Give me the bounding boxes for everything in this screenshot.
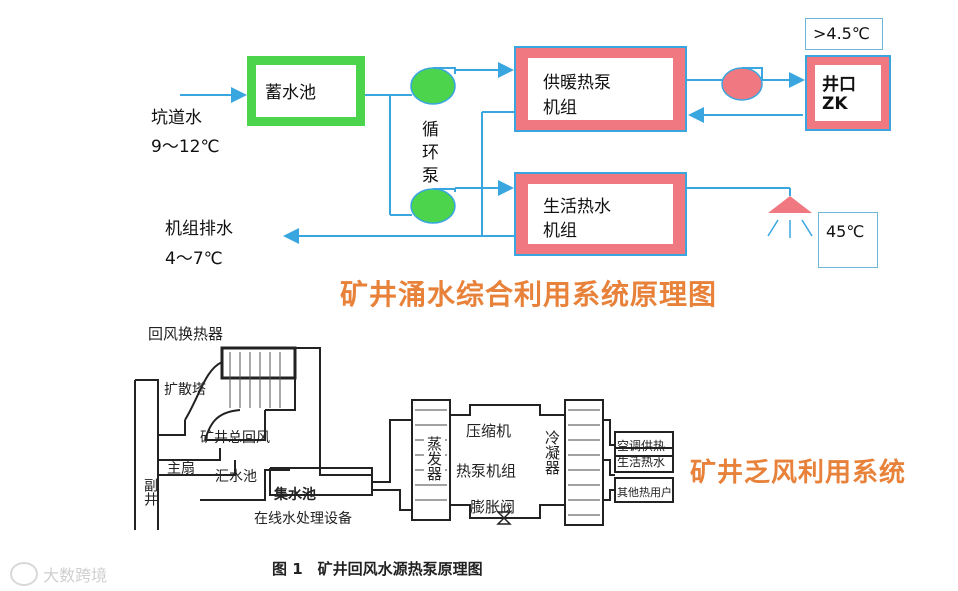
pump-2-icon [410, 188, 456, 224]
expansion-label: 膨胀阀 [470, 498, 516, 516]
expansion-valve-icon [496, 511, 512, 525]
heating-unit-label-1: 供暖热泵 [543, 73, 611, 93]
main-fan-label: 主扇 [167, 461, 195, 477]
top-flow-lines [180, 62, 813, 244]
return-exchanger-icon [220, 346, 297, 380]
shower-icon [767, 196, 813, 238]
pump-label-3: 泵 [422, 166, 439, 186]
heating-unit-label-2: 机组 [543, 98, 577, 118]
bottom-schematic [134, 346, 674, 530]
shaft-label-1: 井口 [822, 75, 856, 95]
hotwater-unit-label-1: 生活热水 [543, 197, 611, 217]
return-exchanger-label: 回风换热器 [148, 325, 224, 343]
compressor-label: 压缩机 [466, 422, 512, 440]
condenser-icon [568, 409, 600, 516]
condenser-label: 冷凝器 [542, 430, 563, 475]
aux-shaft-label: 副井 [142, 478, 158, 506]
diffuser-label: 扩散塔 [164, 382, 206, 398]
shaft-label-2: ZK [822, 94, 848, 114]
evaporator-label: 蒸发器 [424, 436, 445, 481]
hotwater-unit-label-2: 机组 [543, 221, 577, 241]
sump-label: 汇水池 [215, 469, 257, 485]
heat-pump-label: 热泵机组 [456, 462, 517, 480]
bottom-title: 矿井乏风利用系统 [690, 458, 907, 488]
inflow-label: 坑道水 [151, 108, 202, 128]
storage-tank-box [247, 56, 365, 126]
pump-label-2: 环 [422, 143, 439, 163]
shaft-temp: >4.5℃ [813, 24, 870, 43]
shaft-temp-box [805, 18, 883, 50]
outflow-label: 机组排水 [165, 219, 233, 239]
shower-temp-box [818, 212, 878, 268]
pump-1-icon [410, 67, 456, 105]
shower-temp: 45℃ [826, 222, 865, 241]
shaft-box [805, 55, 891, 131]
other-users-label: 其他热用户 [617, 486, 672, 499]
storage-tank-label: 蓄水池 [265, 83, 316, 103]
domestic-hot-water-label: 生活热水 [617, 455, 666, 469]
ac-heating-label: 空调供热 [617, 439, 666, 453]
watermark: 大数跨境 [10, 562, 107, 586]
heating-unit-box [514, 46, 687, 132]
collector-label: 集水池 [274, 487, 316, 503]
inflow-temp: 9～12℃ [151, 137, 220, 157]
watermark-logo-icon [10, 562, 38, 586]
top-title: 矿井涌水综合利用系统原理图 [340, 278, 718, 311]
pump-3-icon [721, 67, 763, 101]
hotwater-unit-box [514, 172, 687, 256]
pump-label-1: 循 [422, 120, 439, 140]
outflow-temp: 4～7℃ [165, 249, 223, 269]
bottom-caption: 图 1 矿井回风水源热泵原理图 [272, 560, 483, 578]
total-return-label: 矿井总回风 [200, 430, 270, 446]
treatment-label: 在线水处理设备 [254, 511, 352, 527]
